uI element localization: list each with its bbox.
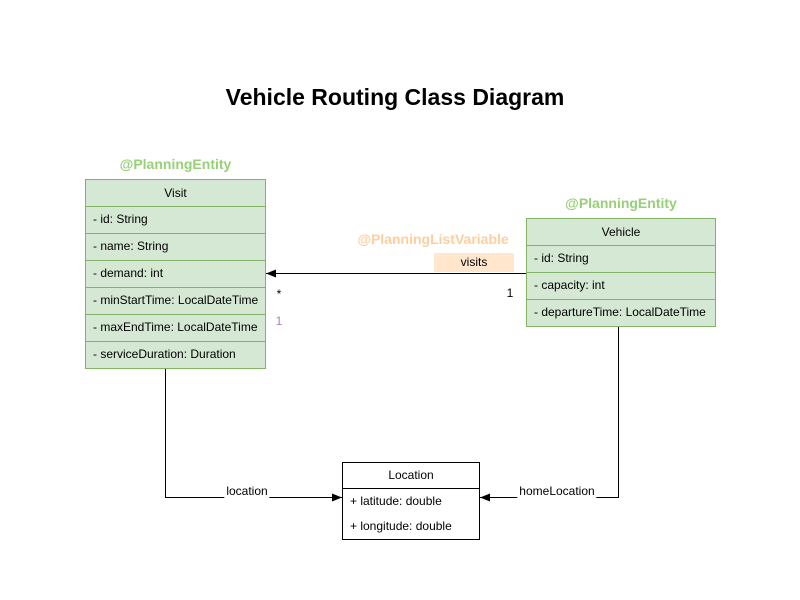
vehicle-field: - capacity: int <box>527 272 715 299</box>
class-vehicle-title: Vehicle <box>601 225 641 239</box>
visit-planning-entity-annotation: @PlanningEntity <box>119 156 232 172</box>
class-visit-title: Visit <box>164 186 187 200</box>
visit-location-arrow <box>165 361 342 502</box>
class-location-fields: + latitude: double + longitude: double <box>343 488 479 539</box>
planning-list-variable-annotation: @PlanningListVariable <box>357 231 509 247</box>
multiplicity-one: 1 <box>506 286 514 300</box>
vehicle-field: - departureTime: LocalDateTime <box>527 299 715 326</box>
location-field: + latitude: double <box>350 494 442 508</box>
vehicle-field: - id: String <box>527 245 715 272</box>
class-location: Location + latitude: double + longitude:… <box>342 462 480 540</box>
homelocation-edge-label: homeLocation <box>517 484 597 498</box>
visit-field: - demand: int <box>86 260 265 287</box>
location-field: + longitude: double <box>350 519 452 533</box>
location-edge-label: location <box>224 484 270 498</box>
visit-field: - minStartTime: LocalDateTime <box>86 287 265 314</box>
visit-field: - maxEndTime: LocalDateTime <box>86 314 265 341</box>
visit-field: - id: String <box>86 206 265 233</box>
multiplicity-star: * <box>276 287 282 301</box>
class-location-title: Location <box>388 468 434 482</box>
diagram-title: Vehicle Routing Class Diagram <box>225 84 565 110</box>
visit-field: - serviceDuration: Duration <box>86 341 265 368</box>
visit-field: - name: String <box>86 233 265 260</box>
vehicle-homelocation-arrow <box>480 322 619 502</box>
vehicle-planning-entity-annotation: @PlanningEntity <box>565 195 677 211</box>
class-visit: Visit - id: String - name: String - dema… <box>85 179 266 369</box>
class-vehicle: Vehicle - id: String - capacity: int - d… <box>526 218 716 327</box>
multiplicity-one-purple: 1 <box>275 314 283 328</box>
visits-edge-label: visits <box>434 253 514 272</box>
